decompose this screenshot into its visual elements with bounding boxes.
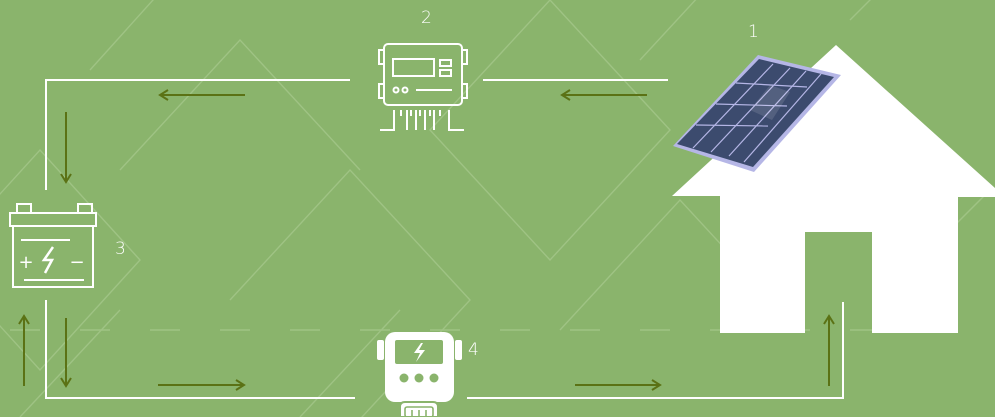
arrow-up-house [824, 316, 834, 386]
arrow-right-bottom-right [575, 380, 660, 390]
line-controller-to-battery [46, 80, 350, 190]
step-number-battery: 3 [115, 241, 126, 258]
arrow-down-lower [61, 318, 71, 386]
house [672, 45, 995, 333]
arrow-up-left [19, 316, 29, 386]
battery-icon [10, 204, 96, 287]
step-number-inverter: 4 [468, 342, 479, 359]
inverter-icon [377, 332, 462, 417]
step-number-charge-controller: 2 [421, 10, 432, 27]
battery-minus-symbol: − [69, 252, 84, 273]
arrow-left-top [160, 90, 245, 100]
step-number-solar-panel: 1 [748, 24, 759, 41]
arrow-right-bottom [158, 380, 244, 390]
battery-plus-symbol: + [18, 252, 33, 273]
house-shape [672, 45, 995, 333]
arrow-down-left [61, 112, 71, 182]
line-battery-to-inverter [46, 300, 355, 398]
charge-controller-icon [379, 44, 467, 130]
